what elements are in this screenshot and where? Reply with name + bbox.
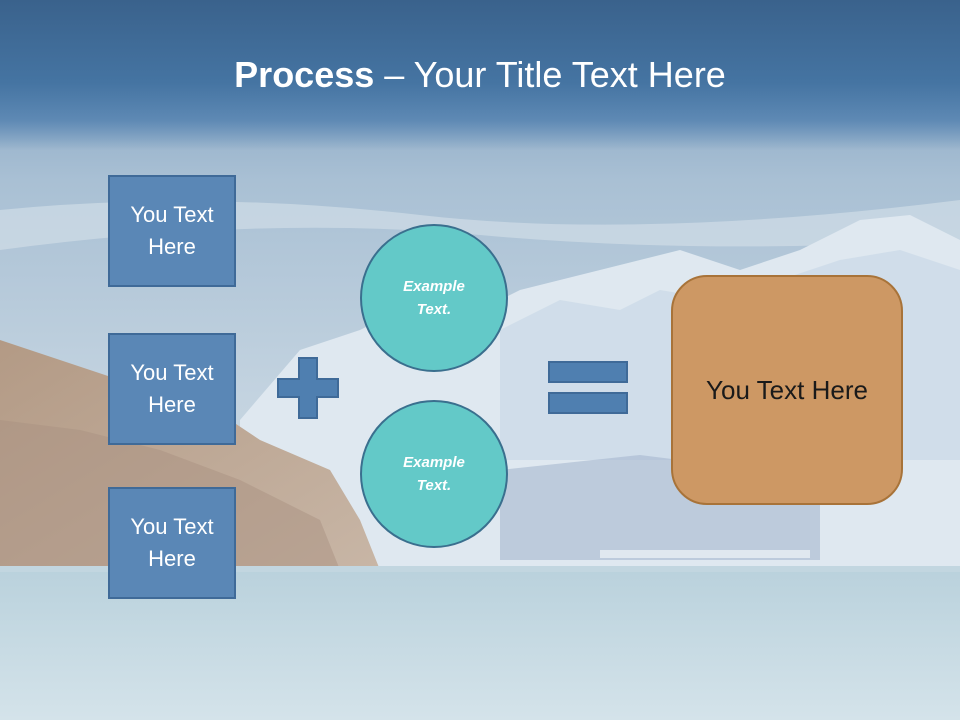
example-label: Example Text. xyxy=(403,454,465,494)
result-label: You Text Here xyxy=(706,374,868,405)
plus-icon xyxy=(277,357,339,419)
input-box-label: You Text Here xyxy=(130,202,214,259)
slide-title: Process – Your Title Text Here xyxy=(0,52,960,98)
input-box-2: You Text Here xyxy=(108,333,236,445)
example-label: Example Text. xyxy=(403,278,465,318)
input-box-label: You Text Here xyxy=(130,514,214,571)
title-band xyxy=(0,0,960,150)
example-circle-2: Example Text. xyxy=(360,400,508,548)
result-box: You Text Here xyxy=(671,275,903,505)
input-box-label: You Text Here xyxy=(130,360,214,417)
title-rest: – Your Title Text Here xyxy=(374,54,726,95)
input-box-3: You Text Here xyxy=(108,487,236,599)
example-circle-1: Example Text. xyxy=(360,224,508,372)
title-bold: Process xyxy=(234,54,375,95)
input-box-1: You Text Here xyxy=(108,175,236,287)
equals-icon xyxy=(548,361,628,414)
